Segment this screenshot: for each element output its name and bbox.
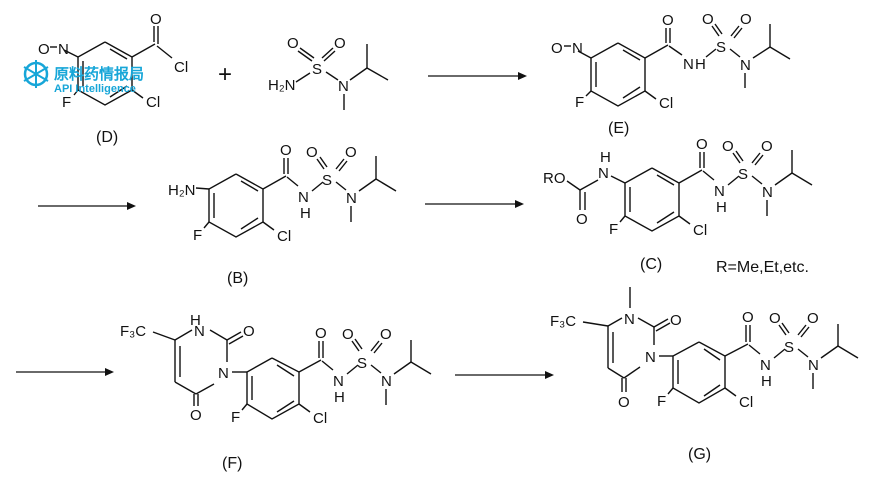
atom-cl: Cl — [277, 228, 291, 245]
atom-f: F — [575, 94, 584, 111]
atom-o: O — [306, 144, 318, 161]
compound-sulfamide: O O S H₂N N — [268, 35, 389, 110]
atom-ro: RO — [543, 170, 566, 187]
compound-f: H N F₃C O N O O N H S O O N — [120, 312, 432, 472]
atom-s: S — [784, 339, 794, 356]
plus-sign: + — [218, 61, 232, 88]
atom-s: S — [716, 39, 726, 56]
reaction-arrow — [425, 200, 524, 208]
atom-o: O — [315, 325, 327, 342]
compound-f-label: (F) — [222, 455, 242, 472]
atom-n: N — [218, 365, 229, 382]
atom-n: N — [58, 41, 69, 58]
atom-f: F — [609, 221, 618, 238]
atom-o: O — [807, 310, 819, 327]
reaction-arrow — [38, 202, 136, 210]
atom-h: H — [695, 56, 706, 73]
atom-cl: Cl — [659, 95, 673, 112]
atom-n: N — [298, 189, 309, 206]
atom-cl: Cl — [693, 222, 707, 239]
watermark-english: API Intelligence — [54, 83, 136, 95]
atom-h2n: H₂N — [168, 182, 196, 199]
compound-b: H₂N O N H S O O N F Cl (B) — [168, 142, 397, 287]
atom-s: S — [312, 61, 322, 78]
atom-h: H — [300, 205, 311, 222]
atom-n: N — [808, 357, 819, 374]
compound-e: O N O N H S O O N F Cl (E) — [551, 11, 791, 137]
atom-cl: Cl — [146, 94, 160, 111]
watermark-logo: 原料药情报局 API Intelligence — [23, 60, 144, 95]
atom-cl: Cl — [739, 394, 753, 411]
compound-e-label: (E) — [608, 120, 629, 137]
atom-h: H — [761, 373, 772, 390]
atom-n: N — [194, 323, 205, 340]
atom-o: O — [618, 394, 630, 411]
atom-o: O — [551, 40, 563, 57]
atom-h2n: H₂N — [268, 77, 296, 94]
atom-f: F — [62, 94, 71, 111]
atom-f: F — [193, 227, 202, 244]
atom-n: N — [760, 357, 771, 374]
atom-o: O — [190, 407, 202, 424]
atom-o: O — [243, 323, 255, 340]
atom-o: O — [722, 138, 734, 155]
atom-s: S — [357, 355, 367, 372]
compound-g: N F₃C O N O O N H S O O N — [550, 287, 859, 463]
atom-n: N — [762, 184, 773, 201]
atom-o: O — [576, 211, 588, 228]
compound-c-label: (C) — [640, 256, 662, 273]
atom-h: H — [716, 199, 727, 216]
atom-o: O — [769, 310, 781, 327]
compound-b-label: (B) — [227, 270, 248, 287]
atom-n: N — [645, 349, 656, 366]
atom-h: H — [190, 312, 201, 329]
atom-n: N — [683, 56, 694, 73]
atom-n: N — [624, 311, 635, 328]
atom-h: H — [600, 149, 611, 166]
atom-n: N — [714, 183, 725, 200]
atom-o: O — [38, 41, 50, 58]
atom-n: N — [338, 78, 349, 95]
atom-o: O — [280, 142, 292, 159]
atom-n: N — [346, 190, 357, 207]
atom-o: O — [150, 11, 162, 28]
atom-o: O — [670, 312, 682, 329]
atom-o: O — [287, 35, 299, 52]
atom-cl: Cl — [313, 410, 327, 427]
atom-o: O — [380, 326, 392, 343]
compound-g-label: (G) — [688, 446, 711, 463]
atom-o: O — [742, 309, 754, 326]
atom-s: S — [322, 172, 332, 189]
atom-cl: Cl — [174, 59, 188, 76]
compound-d: O Cl O N F Cl (D) — [38, 11, 188, 146]
atom-o: O — [696, 136, 708, 153]
atom-f3c: F₃C — [550, 313, 576, 330]
reaction-arrow — [16, 368, 114, 376]
atom-n: N — [572, 40, 583, 57]
atom-o: O — [342, 326, 354, 343]
atom-o: O — [345, 144, 357, 161]
reaction-arrow — [455, 371, 554, 379]
reaction-arrow — [428, 72, 527, 80]
atom-h: H — [334, 389, 345, 406]
atom-o: O — [740, 11, 752, 28]
atom-f3c: F₃C — [120, 323, 146, 340]
atom-f: F — [231, 409, 240, 426]
atom-s: S — [738, 166, 748, 183]
atom-o: O — [334, 35, 346, 52]
atom-o: O — [702, 11, 714, 28]
watermark-chinese: 原料药情报局 — [54, 65, 144, 83]
atom-f: F — [657, 393, 666, 410]
atom-n: N — [598, 165, 609, 182]
r-group-note: R=Me,Et,etc. — [716, 259, 809, 276]
compound-c: RO O N H O N H S O O N F Cl (C) R=Me,Et — [543, 136, 813, 276]
atom-n: N — [333, 373, 344, 390]
atom-n: N — [740, 57, 751, 74]
atom-o: O — [662, 12, 674, 29]
compound-d-label: (D) — [96, 129, 118, 146]
atom-o: O — [761, 138, 773, 155]
atom-n: N — [381, 373, 392, 390]
